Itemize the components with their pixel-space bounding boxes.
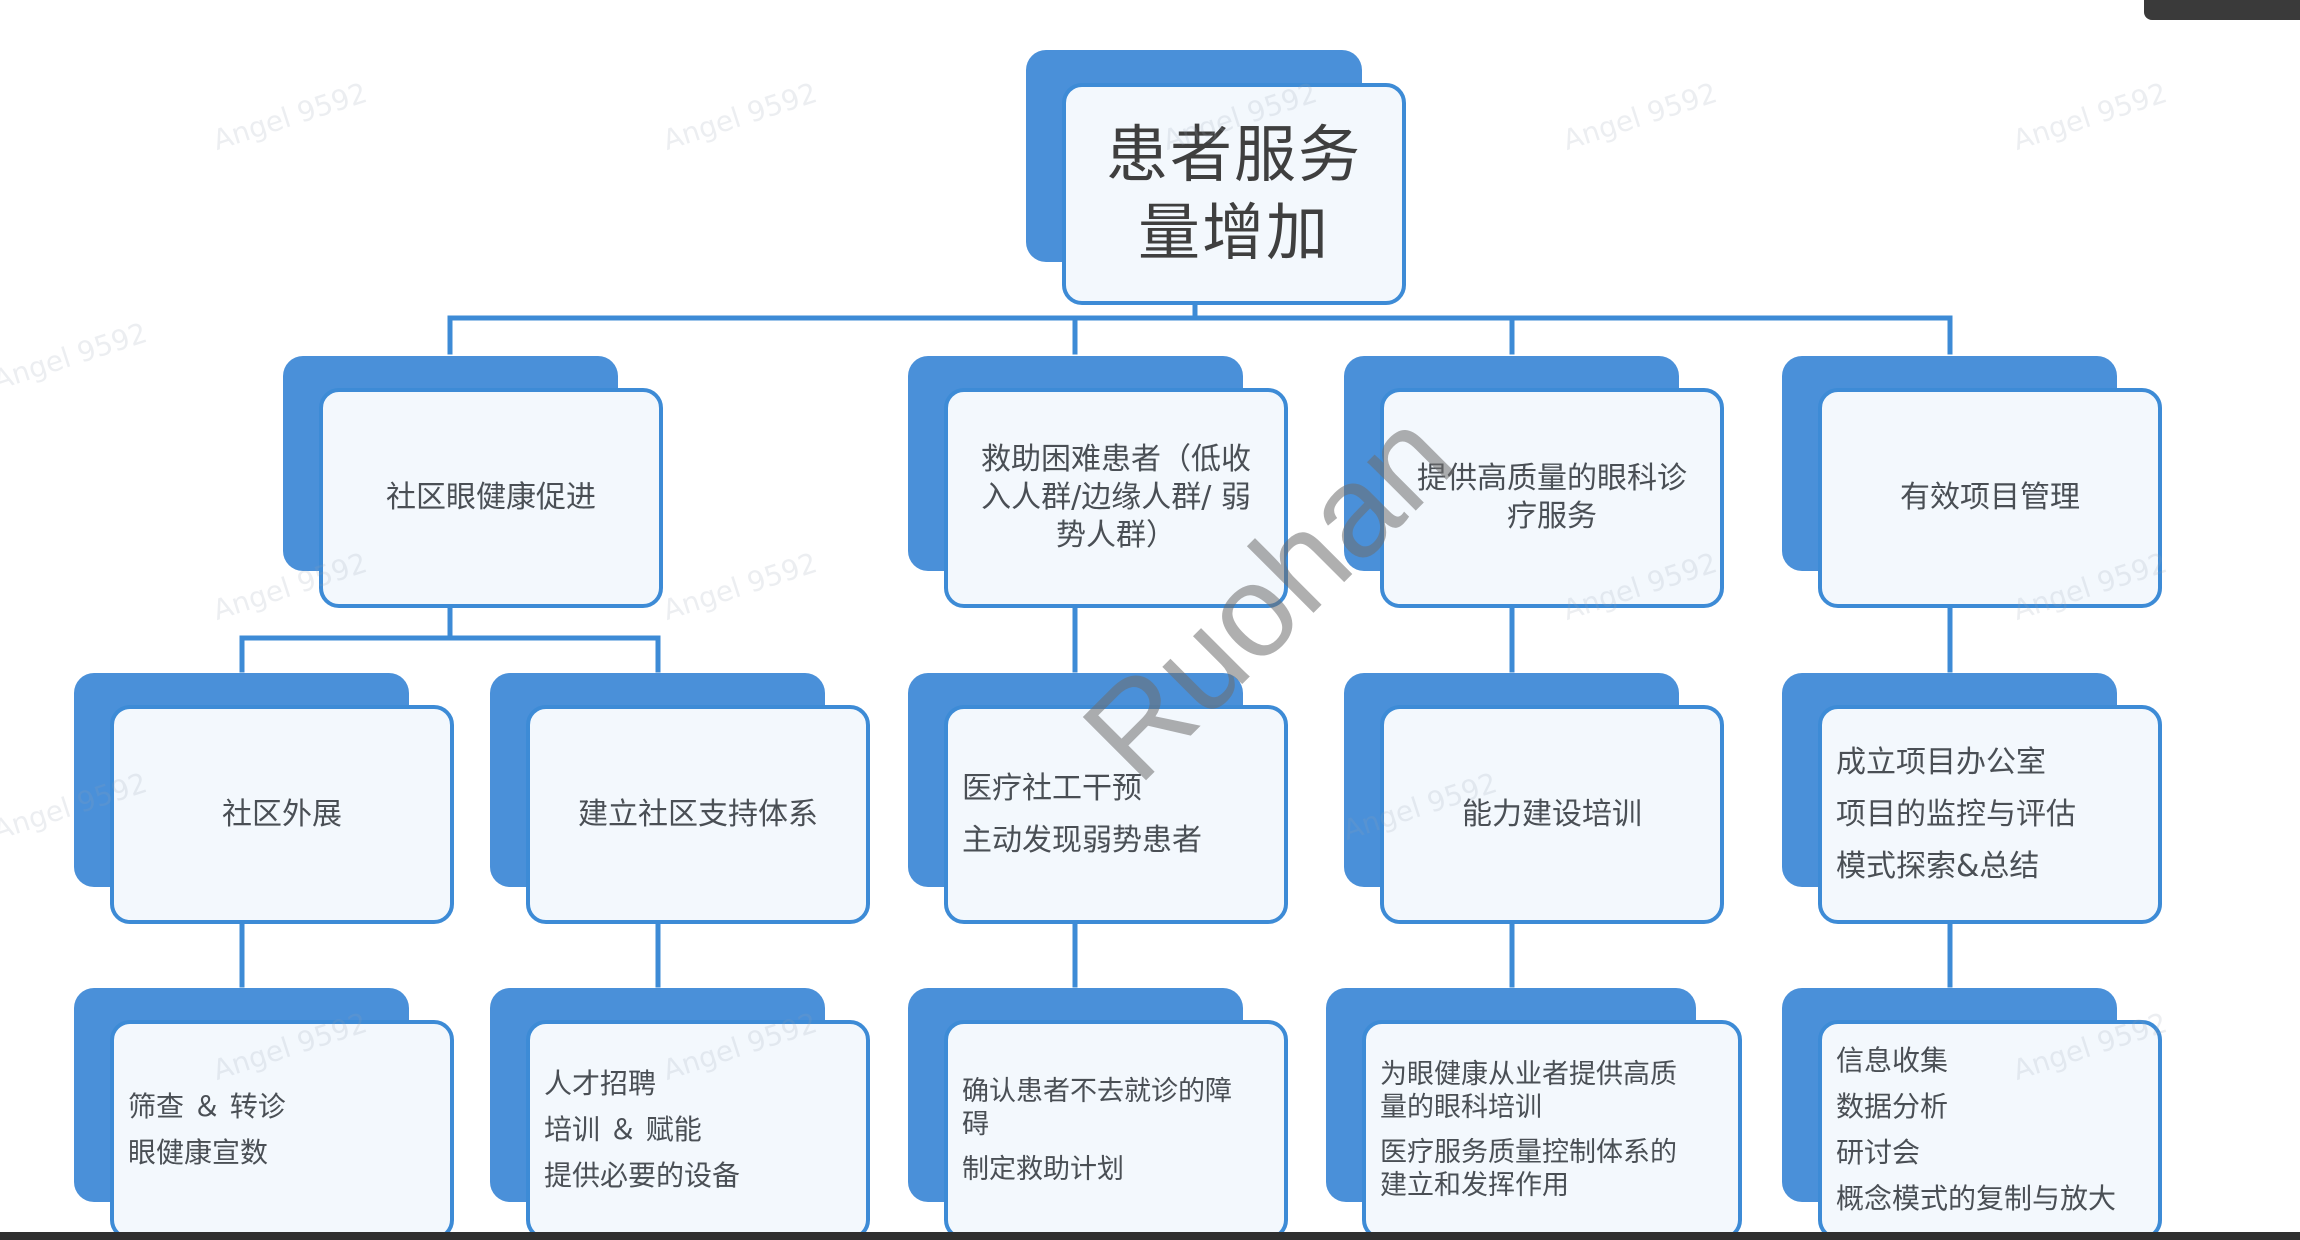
detail-recruit-train-equip: 人才招聘 培训 ＆ 赋能 提供必要的设备 <box>490 988 870 1240</box>
root-node: 患者服务 量增加 <box>1026 50 1406 305</box>
node-community-outreach: 社区外展 <box>74 673 454 924</box>
window-control-strip <box>2144 0 2300 20</box>
branch-quality-eye-care: 提供高质量的眼科诊 疗服务 <box>1344 356 1724 608</box>
detail-screening-education: 筛查 ＆ 转诊 眼健康宣数 <box>74 988 454 1240</box>
detail-barriers-aid-plan: 确认患者不去就诊的障 碍 制定救助计划 <box>908 988 1288 1240</box>
root-line-2: 量增加 <box>1137 196 1330 269</box>
branch-aid-needy-patients: 救助困难患者（低收 入人群/边缘人群/ 弱 势人群） <box>908 356 1288 608</box>
detail-info-analysis-replication: 信息收集 数据分析 研讨会 概念模式的复制与放大 <box>1782 988 2162 1240</box>
node-medical-social-work: 医疗社工干预 主动发现弱势患者 <box>908 673 1288 924</box>
node-project-office: 成立项目办公室 项目的监控与评估 模式探索&总结 <box>1782 673 2162 924</box>
root-line-1: 患者服务 <box>1105 118 1362 191</box>
detail-training-quality-control: 为眼健康从业者提供高质 量的眼科培训 医疗服务质量控制体系的 建立和发挥作用 <box>1326 988 1742 1240</box>
node-community-support-system: 建立社区支持体系 <box>490 673 870 924</box>
branch-community-eye-health: 社区眼健康促进 <box>283 356 663 608</box>
bottom-edge-bar <box>0 1232 2300 1240</box>
node-capacity-training: 能力建设培训 <box>1344 673 1724 924</box>
branch-project-management: 有效项目管理 <box>1782 356 2162 608</box>
